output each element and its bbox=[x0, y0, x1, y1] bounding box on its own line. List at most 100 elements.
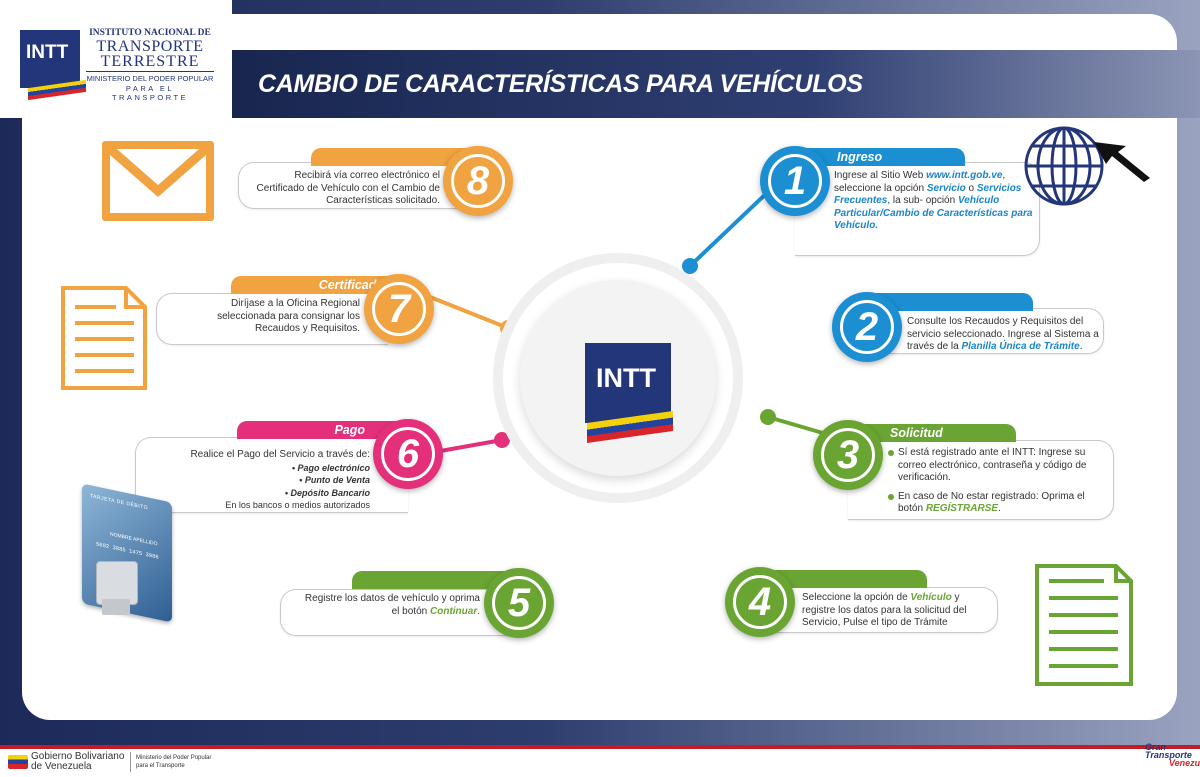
envelope-icon bbox=[102, 141, 214, 221]
step-4-text-1: Seleccione la opción de bbox=[802, 592, 911, 603]
intt-logo-text: INTT bbox=[26, 42, 69, 63]
step-1-servicio: Servicio bbox=[926, 182, 966, 194]
step-1-tab: Ingreso bbox=[795, 148, 965, 166]
step-6-box bbox=[135, 437, 408, 513]
step-4-band bbox=[760, 570, 927, 588]
step-4-number: 4 bbox=[725, 567, 795, 637]
gov-name: Gobierno Bolivariano de Venezuela bbox=[31, 752, 124, 772]
ministry-name: Ministerio del Poder Popular para el Tra… bbox=[136, 754, 211, 770]
step-8-number-text: 8 bbox=[451, 154, 505, 208]
step-5-band bbox=[352, 571, 528, 589]
step-1-number: 1 bbox=[760, 146, 830, 216]
card-label: TARJETA DE DÉBITO bbox=[90, 493, 148, 512]
connector-7 bbox=[419, 291, 509, 330]
title-bar: CAMBIO DE CARACTERÍSTICAS PARA VEHÍCULOS bbox=[232, 50, 1200, 118]
org-line-1: INSTITUTO NACIONAL DE bbox=[89, 28, 211, 38]
step-6-item-2: • Punto de Venta bbox=[299, 475, 370, 485]
logo-line-3: Venezuela bbox=[1169, 758, 1200, 768]
step-3-bullet-2-text: En caso de No estar registrado: Oprima e… bbox=[898, 490, 1085, 515]
step-4-box bbox=[760, 587, 998, 633]
center-logo-text: INTT bbox=[596, 363, 656, 393]
step-4-number-text: 4 bbox=[733, 575, 787, 629]
step-5-number-text: 5 bbox=[492, 576, 546, 630]
step-3-tab: Solicitud bbox=[848, 424, 1016, 442]
connector-dot-6 bbox=[494, 432, 510, 448]
bullet-icon bbox=[888, 450, 894, 456]
step-5-continuar: Continuar bbox=[430, 605, 478, 617]
step-3-tab-label: Solicitud bbox=[890, 426, 943, 440]
step-1-text-6: o bbox=[965, 182, 977, 194]
step-7-tab-label: Certificado bbox=[318, 278, 384, 292]
bullet-icon bbox=[888, 493, 894, 500]
step-3-registrarse: REGÍSTRARSE bbox=[925, 503, 999, 514]
connector-1 bbox=[688, 188, 772, 268]
step-7-tab: Certificado bbox=[231, 276, 398, 294]
step-3-bullet-2: En caso de No estar registrado: Oprima e… bbox=[888, 491, 1098, 516]
step-2-planilla: Planilla Única de Trámite bbox=[961, 341, 1080, 352]
document-icon bbox=[61, 286, 147, 390]
step-2-text-3: . bbox=[1079, 341, 1083, 352]
step-6-number-text: 6 bbox=[381, 427, 435, 481]
step-8-band bbox=[311, 148, 491, 166]
step-2-box bbox=[866, 308, 1104, 354]
step-2-text: Consulte los Recaudos y Requisitos del s… bbox=[907, 316, 1103, 354]
step-7-text-1: Diríjase a la Oficina Regional seleccion… bbox=[217, 298, 360, 334]
pos-terminal bbox=[96, 561, 138, 605]
step-8-box bbox=[238, 162, 474, 209]
step-1-tab-label: Ingreso bbox=[837, 150, 883, 164]
intt-logo: INTT bbox=[20, 30, 86, 101]
connector-dot-1 bbox=[682, 258, 698, 274]
globe-icon bbox=[1024, 126, 1104, 206]
gran-transporte-logo: Gran Transporte Venezuela bbox=[1145, 743, 1200, 768]
step-1-text-4: seleccione la opción bbox=[834, 182, 927, 194]
step-7-number: 7 bbox=[364, 274, 434, 344]
document-icon-green bbox=[1035, 564, 1133, 686]
step-3-number: 3 bbox=[813, 420, 883, 490]
step-8-number: 8 bbox=[443, 146, 513, 216]
step-6-text-1: Realice el Pago del Servicio a través de… bbox=[190, 449, 370, 460]
footer: Gobierno Bolivariano de Venezuela Minist… bbox=[0, 743, 1200, 777]
step-7-text: Diríjase a la Oficina Regional seleccion… bbox=[196, 298, 360, 336]
org-line-2: TRANSPORTE bbox=[96, 38, 204, 55]
step-3-bullet-1: Sí está registrado ante el INTT: Ingrese… bbox=[888, 447, 1098, 485]
step-3-text: Sí está registrado ante el INTT: Ingrese… bbox=[888, 447, 1098, 516]
step-1-frecuentes: Servicios Frecuentes bbox=[834, 182, 1022, 207]
step-8-text-1: Recibirá vía correo electrónico el Certi… bbox=[256, 170, 440, 206]
step-2-band bbox=[866, 293, 1033, 311]
org-line-3: TERRESTRE bbox=[86, 54, 214, 72]
ministry-line-2: para el Transporte bbox=[136, 763, 185, 769]
debit-card-icon: TARJETA DE DÉBITO NOMBRE APELLIDO 5692 3… bbox=[78, 483, 174, 623]
step-6-number: 6 bbox=[373, 419, 443, 489]
step-2-number: 2 bbox=[832, 292, 902, 362]
step-1-suboption: Vehículo Particular/Cambio de Caracterís… bbox=[834, 195, 1033, 231]
cursor-arrow-icon bbox=[1094, 142, 1150, 182]
org-line-4: MINISTERIO DEL PODER POPULAR bbox=[86, 74, 214, 83]
step-5-number: 5 bbox=[484, 568, 554, 638]
step-1-text-8: , la sub- opción bbox=[887, 195, 958, 206]
org-line-5: PARA EL TRANSPORTE bbox=[111, 84, 189, 102]
step-6-text-2: En los bancos o medios autorizados bbox=[225, 500, 370, 510]
gov-line-1: Gobierno Bolivariano bbox=[31, 751, 125, 762]
step-8-text: Recibirá vía correo electrónico el Certi… bbox=[248, 170, 440, 208]
step-5-text-1: Registre los datos de vehículo y oprima … bbox=[304, 593, 480, 617]
step-3-bullet-2-end: . bbox=[998, 503, 1001, 514]
step-5-text-3: . bbox=[477, 605, 480, 617]
step-1-text-1: Ingrese al Sitio Web bbox=[834, 170, 927, 181]
step-2-number-text: 2 bbox=[840, 300, 894, 354]
step-4-vehiculo: Vehículo bbox=[910, 592, 952, 603]
step-1-text-3: , bbox=[1002, 170, 1006, 181]
step-7-number-text: 7 bbox=[372, 282, 426, 336]
step-5-box bbox=[280, 589, 510, 636]
gov-logo bbox=[8, 755, 28, 769]
step-6-item-1: • Pago electrónico bbox=[291, 462, 370, 473]
org-name: INSTITUTO NACIONAL DE TRANSPORTE TERREST… bbox=[86, 28, 214, 102]
step-4-text-3: y registre los datos para la solicitud d… bbox=[802, 592, 967, 628]
step-1-url: www.intt.gob.ve bbox=[926, 170, 1003, 181]
logo-area: INTT INSTITUTO NACIONAL DE TRANSPORTE TE… bbox=[0, 0, 232, 118]
step-4-text: Seleccione la opción de Vehículo y regis… bbox=[802, 592, 982, 630]
logo-line-2: Transporte bbox=[1145, 750, 1192, 760]
step-7-box bbox=[156, 293, 388, 345]
step-6-item-3: • Depósito Bancario bbox=[284, 487, 370, 498]
step-6-tab-label: Pago bbox=[334, 423, 365, 437]
